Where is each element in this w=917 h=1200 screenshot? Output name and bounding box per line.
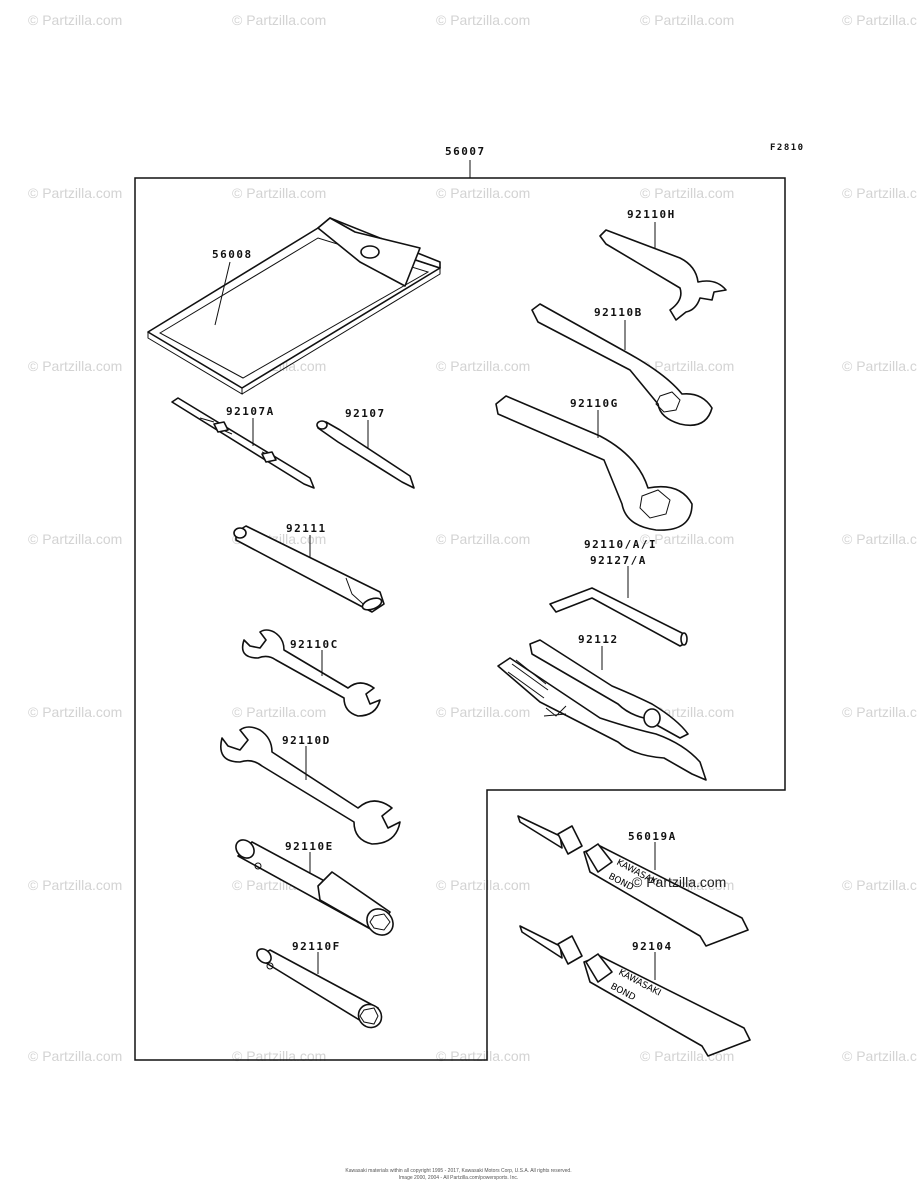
watermark-text: © Partzilla.com [640,12,735,28]
watermark-text: © Partzilla.com [640,185,735,201]
watermark-text: © Partzilla.com [436,877,531,893]
screwdriver-a-drawing [171,397,315,489]
watermark-text: © Partzilla.com [232,12,327,28]
wrench-c-drawing [241,629,381,717]
label-ring-wrench-b: 92110B [594,306,643,319]
watermark-text: © Partzilla.com [28,185,123,201]
watermark-text: © Partzilla.com [842,877,917,893]
watermark-text: © Partzilla.com [28,12,123,28]
copyright-line-2: Image 2000, 2004 - All Partzilla.com/pow… [398,1175,519,1181]
label-screwdriver: 92107 [345,407,386,420]
label-hook-wrench: 92110H [627,208,676,221]
bond-tube-drawing [519,925,751,1057]
hex-key-drawing [549,587,688,647]
label-hex-key-2: 92127/A [590,554,647,567]
watermark-text: © Partzilla.com [842,1048,917,1064]
ring-wrench-g-drawing [495,395,693,531]
watermark-text: © Partzilla.com [436,358,531,374]
watermark-text: © Partzilla.com [842,704,917,720]
watermark-text: © Partzilla.com [842,185,917,201]
socket-e-drawing [235,839,394,936]
bond-tube-a-drawing [517,815,749,947]
label-bond-a: 56019A [628,830,677,843]
handle-drawing [233,525,385,613]
figure-code: F2810 [770,143,805,153]
watermark-text: © Partzilla.com [842,531,917,547]
watermark-text: © Partzilla.com [842,12,917,28]
watermark-text: © Partzilla.com [232,185,327,201]
watermark-text: © Partzilla.com [232,704,327,720]
watermark-text: © Partzilla.com [28,358,123,374]
label-socket-f: 92110F [292,940,341,953]
label-ring-wrench-g: 92110G [570,397,619,410]
label-bond: 92104 [632,940,673,953]
pliers-drawing [497,639,707,781]
watermark-text: © Partzilla.com [640,358,735,374]
watermark-text: © Partzilla.com [436,12,531,28]
label-kit: 56007 [445,145,486,158]
hook-wrench-drawing [599,229,727,321]
watermark-text: © Partzilla.com [436,704,531,720]
watermark-text: © Partzilla.com [436,185,531,201]
watermark-text: © Partzilla.com [28,1048,123,1064]
wrench-d-drawing [220,726,401,845]
watermark-text: © Partzilla.com [28,877,123,893]
label-hex-key-1: 92110/A/I [584,538,658,551]
label-pliers: 92112 [578,633,619,646]
watermark-text: © Partzilla.com [640,531,735,547]
watermark-text: © Partzilla.com [28,531,123,547]
label-wrench-d: 92110D [282,734,331,747]
ring-wrench-b-drawing [531,303,713,427]
label-pouch: 56008 [212,248,253,261]
watermark-text: © Partzilla.com [28,704,123,720]
socket-f-drawing [256,948,383,1029]
watermark-text: © Partzilla.com [436,531,531,547]
screwdriver-drawing [316,420,415,489]
label-wrench-c: 92110C [290,638,339,651]
kit-frame [134,177,786,1061]
watermark-text: © Partzilla.com [842,358,917,374]
copyright-line-1: Kawasaki materials within all copyright … [345,1168,572,1174]
pouch-drawing [147,217,441,395]
label-socket-e: 92110E [285,840,334,853]
label-screwdriver-a: 92107A [226,405,275,418]
center-watermark: © Partzilla.com [632,874,727,890]
label-handle: 92111 [286,522,327,535]
